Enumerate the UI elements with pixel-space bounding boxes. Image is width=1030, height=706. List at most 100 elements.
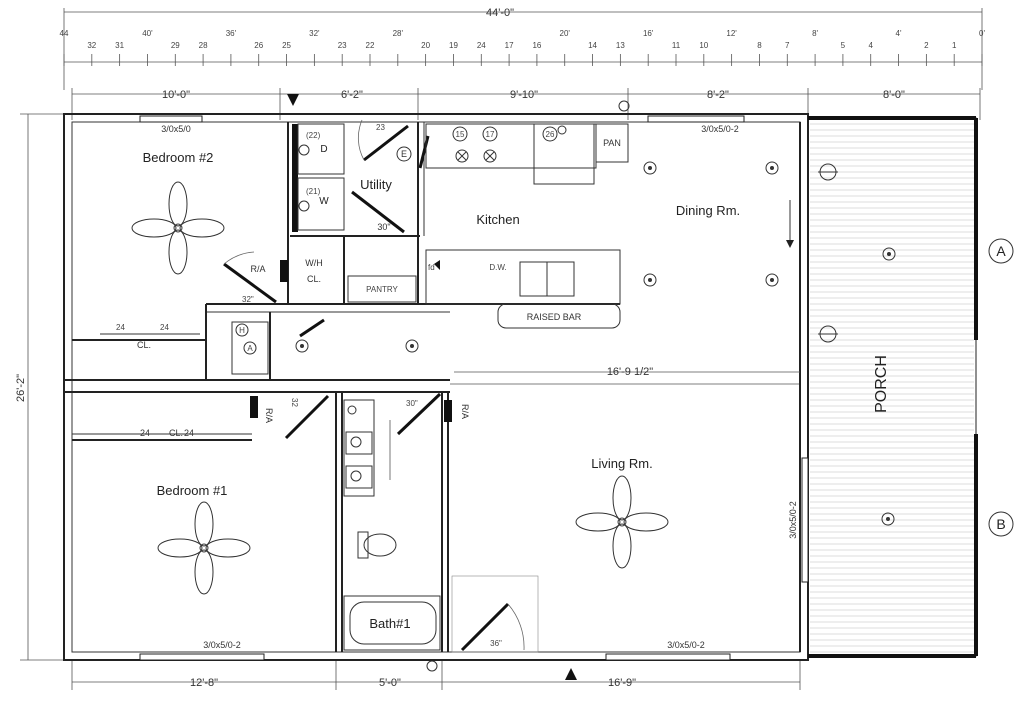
svg-text:CL.: CL. bbox=[307, 274, 321, 284]
svg-text:B: B bbox=[996, 516, 1005, 532]
hall: H A 16'-9 1/2" bbox=[231, 321, 800, 378]
svg-text:(22): (22) bbox=[306, 131, 321, 140]
svg-text:17: 17 bbox=[486, 130, 495, 139]
grid-marker-b: B bbox=[988, 511, 1014, 537]
door-bath bbox=[396, 392, 442, 436]
svg-text:24: 24 bbox=[160, 323, 169, 332]
outlet-icon bbox=[298, 200, 310, 212]
ruler-tick-label: 22 bbox=[366, 41, 375, 50]
ruler-tick-label: 17 bbox=[505, 41, 514, 50]
wall-lamp-icon bbox=[818, 325, 838, 343]
dim-living-width: 16'-9" bbox=[608, 677, 636, 689]
door-entry bbox=[460, 602, 510, 652]
svg-text:D: D bbox=[320, 144, 327, 155]
svg-text:R/A: R/A bbox=[264, 408, 274, 423]
ruler-tick-label: 8' bbox=[812, 29, 818, 38]
bedroom-1: Bedroom #1 24 CL. 24 R/A 32 bbox=[140, 398, 299, 595]
svg-text:D.W.: D.W. bbox=[489, 263, 506, 272]
bottom-dimensions: 12'-8" 5'-0" 16'-9" bbox=[71, 660, 801, 690]
ruler-tick-label: 32' bbox=[309, 29, 320, 38]
svg-text:26: 26 bbox=[546, 130, 555, 139]
ruler-tick-label: 44 bbox=[60, 29, 69, 38]
svg-text:30": 30" bbox=[377, 222, 390, 232]
dim-bedroom1-width: 12'-8" bbox=[190, 677, 218, 689]
sink-icon bbox=[345, 431, 373, 455]
return-air-right bbox=[444, 400, 452, 422]
light-fixture-icon bbox=[643, 161, 657, 175]
ruler-tick-label: 0' bbox=[979, 29, 985, 38]
section-marker-icon bbox=[287, 94, 299, 106]
hose-bib-icon bbox=[426, 660, 438, 672]
svg-text:24: 24 bbox=[116, 323, 125, 332]
kitchen-label: Kitchen bbox=[476, 212, 519, 227]
door-utility-inner bbox=[351, 190, 405, 234]
door-bedroom2 bbox=[223, 262, 277, 304]
bedroom2-label: Bedroom #2 bbox=[143, 150, 214, 165]
ruler-tick-label: 10 bbox=[699, 41, 708, 50]
ruler-tick-label: 16' bbox=[643, 29, 654, 38]
ruler-tick-label: 12' bbox=[726, 29, 737, 38]
window-bed2-label: 3/0x5/0 bbox=[161, 124, 191, 134]
ruler-tick-label: 28' bbox=[393, 29, 404, 38]
ruler-tick-label: 1 bbox=[952, 41, 957, 50]
ruler-tick-label: 36' bbox=[226, 29, 237, 38]
svg-text:(21): (21) bbox=[306, 187, 321, 196]
svg-text:A: A bbox=[996, 243, 1006, 259]
ruler-tick-label: 11 bbox=[672, 41, 681, 50]
bathroom: Bath#1 30" bbox=[343, 399, 441, 651]
ruler-tick-label: 29 bbox=[171, 41, 180, 50]
section-marker-icon bbox=[565, 668, 577, 680]
door-bedroom1 bbox=[284, 394, 330, 440]
dim-dining-width: 8'-2" bbox=[707, 89, 729, 101]
svg-text:R/A: R/A bbox=[250, 264, 265, 274]
bedroom-2: Bedroom #2 R/A 32" 24 24 CL. bbox=[100, 150, 266, 350]
utility-label: Utility bbox=[360, 177, 392, 192]
pantry-label: PANTRY bbox=[366, 285, 398, 294]
light-fixture-icon bbox=[643, 273, 657, 287]
porch-label: PORCH bbox=[873, 355, 890, 413]
doors bbox=[223, 119, 525, 652]
raised-bar-label: RAISED BAR bbox=[527, 312, 582, 322]
ruler-tick-label: 16 bbox=[532, 41, 541, 50]
bath-label: Bath#1 bbox=[369, 616, 410, 631]
light-fixture-icon bbox=[881, 512, 895, 526]
grid-marker-a: A bbox=[988, 238, 1014, 264]
dryer bbox=[297, 123, 345, 175]
light-fixture-icon bbox=[295, 339, 309, 353]
ceiling-fan-icon bbox=[131, 181, 225, 275]
closet-top-label: CL. bbox=[137, 340, 151, 350]
porch: PORCH bbox=[807, 116, 978, 658]
washer bbox=[297, 177, 345, 231]
svg-text:32: 32 bbox=[290, 398, 299, 407]
closet-bottom-label: CL. bbox=[169, 428, 183, 438]
svg-text:36": 36" bbox=[490, 639, 502, 648]
stove-icon bbox=[455, 149, 497, 163]
svg-text:15: 15 bbox=[456, 130, 465, 139]
svg-text:fd: fd bbox=[428, 263, 435, 272]
ceiling-fan-icon bbox=[157, 501, 251, 595]
window-living-side-label: 3/0x5/0-2 bbox=[788, 501, 798, 539]
door-utility bbox=[363, 124, 409, 162]
dim-porch-width: 8'-0" bbox=[883, 89, 905, 101]
ruler-tick-label: 4' bbox=[896, 29, 902, 38]
bedroom1-label: Bedroom #1 bbox=[157, 483, 228, 498]
ruler-tick-label: 32 bbox=[87, 41, 96, 50]
svg-text:A: A bbox=[247, 344, 253, 353]
window-living-label: 3/0x5/0-2 bbox=[667, 640, 705, 650]
svg-text:32": 32" bbox=[242, 295, 254, 304]
dim-overall-depth: 26'-2" bbox=[15, 374, 27, 402]
side-dimension: 26'-2" bbox=[15, 113, 70, 661]
bathtub-icon bbox=[343, 595, 441, 651]
washer-dryer: D (22) W (21) 23 E Utility 30" bbox=[297, 123, 412, 232]
ruler-tick-label: 20 bbox=[421, 41, 430, 50]
svg-text:R/A: R/A bbox=[460, 404, 470, 419]
light-fixture-icon bbox=[765, 161, 779, 175]
light-fixture-icon bbox=[405, 339, 419, 353]
windows: 3/0x5/0 3/0x5/0-2 3/0x5/0-2 3/0x5/0-2 3/… bbox=[139, 115, 809, 661]
ruler-tick-label: 24 bbox=[477, 41, 486, 50]
outlet-icon bbox=[298, 144, 310, 156]
sink-icon bbox=[345, 465, 373, 489]
